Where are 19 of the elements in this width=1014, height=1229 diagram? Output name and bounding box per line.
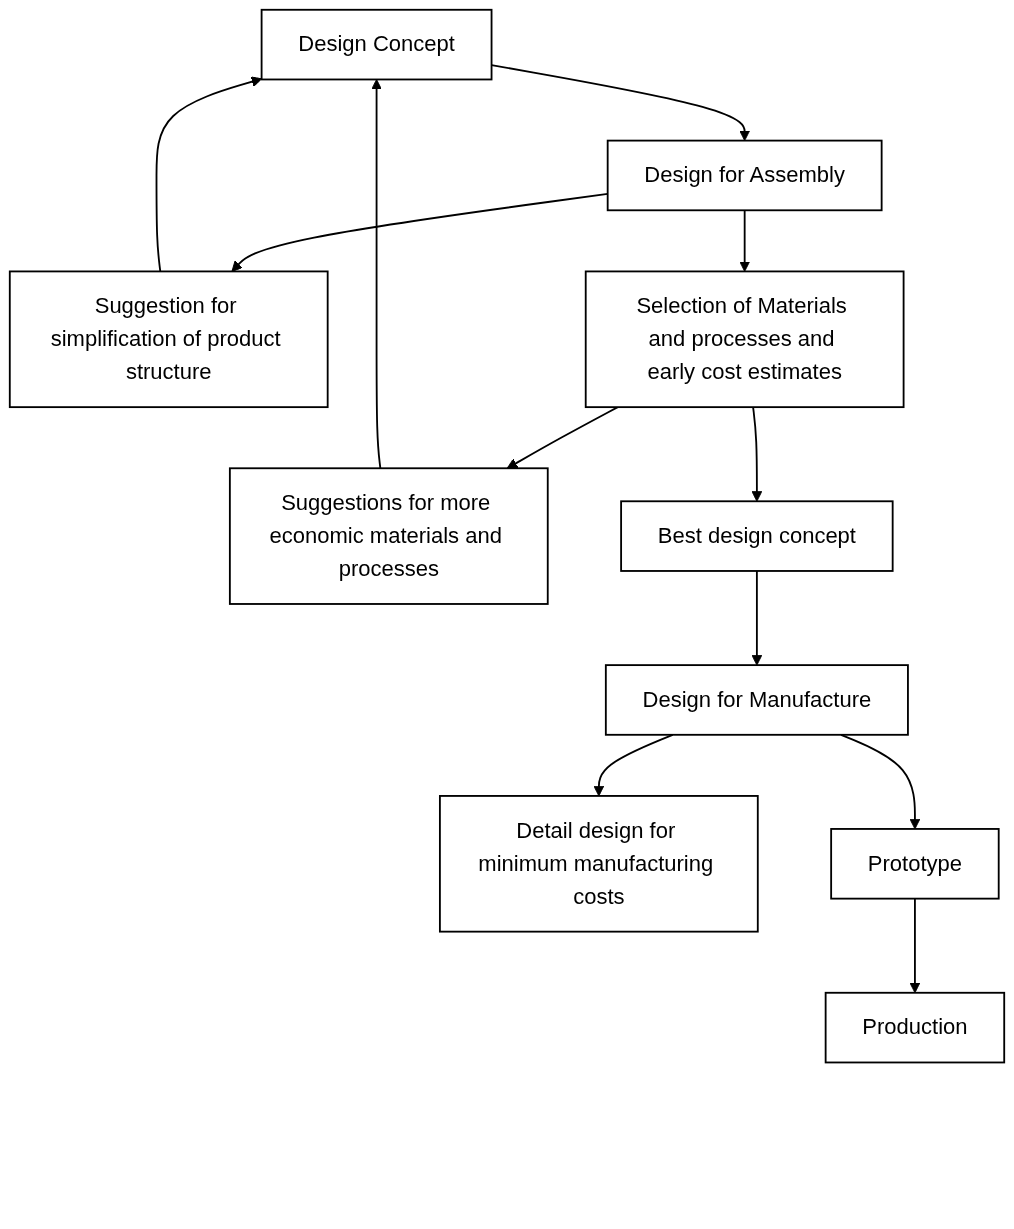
arrow <box>371 79 382 470</box>
arrow <box>506 406 619 469</box>
node-box: Design Concept <box>260 8 493 81</box>
node-box: Selection of Materials and processes and early cost estimates <box>584 270 905 409</box>
arrow <box>840 733 921 830</box>
node-box: Detail design for minimum manufacturing costs <box>439 795 759 933</box>
node-box: Prototype <box>830 828 1000 900</box>
arrow <box>593 733 674 797</box>
arrow <box>751 406 763 502</box>
arrow <box>739 209 751 272</box>
node-box: Production <box>824 991 1006 1064</box>
node-box: Suggestions for more economic materials and processes <box>228 467 549 605</box>
arrow <box>751 570 763 666</box>
arrow <box>909 897 921 994</box>
node-box: Best design concept <box>620 500 894 572</box>
node-box: Design for Manufacture <box>604 664 909 736</box>
node-box: Suggestion for simplification of product structure <box>8 270 329 409</box>
node-box: Design for Assembly <box>606 139 883 212</box>
arrow <box>155 76 263 273</box>
